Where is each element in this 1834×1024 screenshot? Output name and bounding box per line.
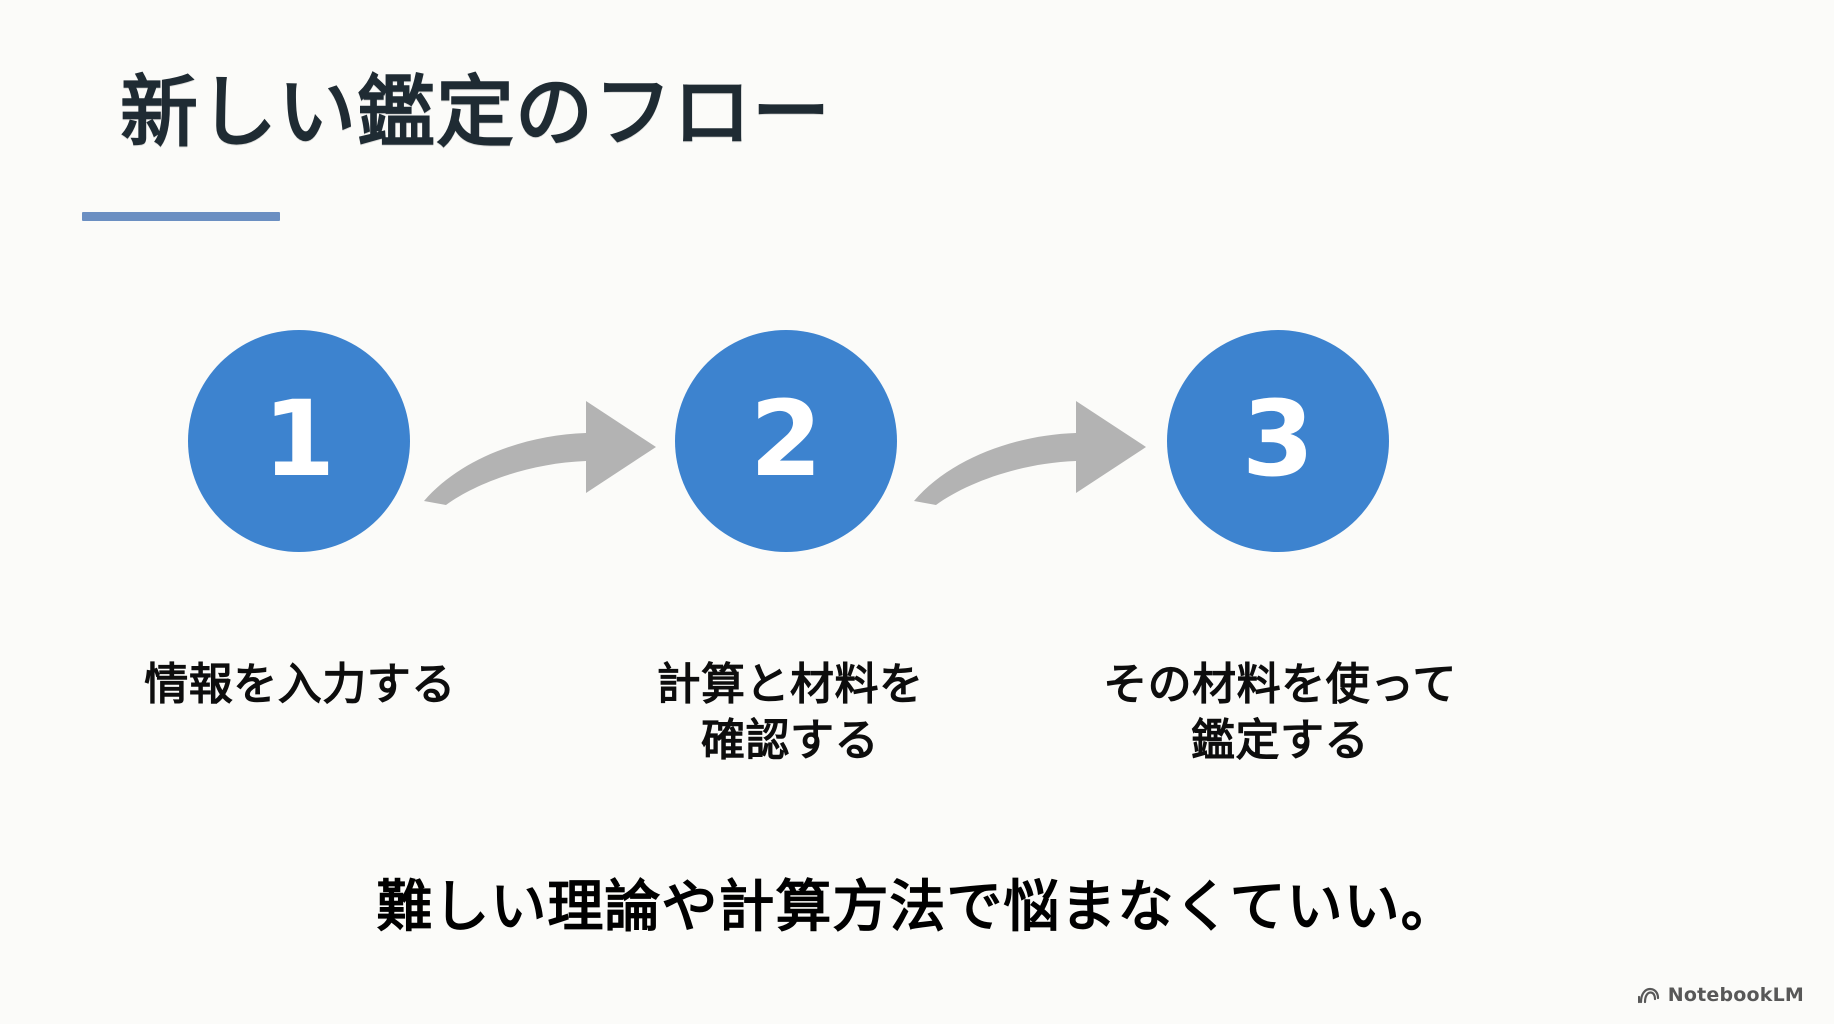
step-circle-3: 3 xyxy=(1167,330,1389,552)
step-caption-3-line-2: 鑑定する xyxy=(1191,715,1369,767)
flow-diagram: 1 2 3 xyxy=(0,330,1834,552)
step-caption-3-line-1: その材料を使って xyxy=(1103,659,1457,710)
step-caption-2: 計算と材料を 確認する xyxy=(580,657,1000,770)
step-captions: 情報を入力する 計算と材料を 確認する その材料を使って 鑑定する xyxy=(0,655,1834,795)
notebooklm-watermark: NotebookLM xyxy=(1637,984,1804,1006)
step-caption-3: その材料を使って 鑑定する xyxy=(1060,657,1500,770)
step-number-1: 1 xyxy=(262,378,336,500)
step-caption-1-line-1: 情報を入力する xyxy=(144,659,456,710)
title-underline-accent xyxy=(82,212,280,221)
notebooklm-label: NotebookLM xyxy=(1667,984,1804,1006)
step-number-3: 3 xyxy=(1241,378,1315,500)
arrow-step-1-to-2 xyxy=(420,385,660,505)
slide-tagline: 難しい理論や計算方法で悩まなくていい。 xyxy=(376,875,1458,940)
step-circle-1: 1 xyxy=(188,330,410,552)
page-title: 新しい鑑定のフロー xyxy=(120,68,832,158)
step-circle-2: 2 xyxy=(675,330,897,552)
step-caption-2-line-2: 確認する xyxy=(701,715,879,767)
arrow-step-2-to-3 xyxy=(910,385,1150,505)
step-caption-2-line-1: 計算と材料を xyxy=(656,659,924,710)
step-caption-1: 情報を入力する xyxy=(90,657,510,713)
step-number-2: 2 xyxy=(749,378,823,500)
title-block: 新しい鑑定のフロー xyxy=(82,68,832,221)
notebooklm-icon xyxy=(1637,986,1660,1004)
